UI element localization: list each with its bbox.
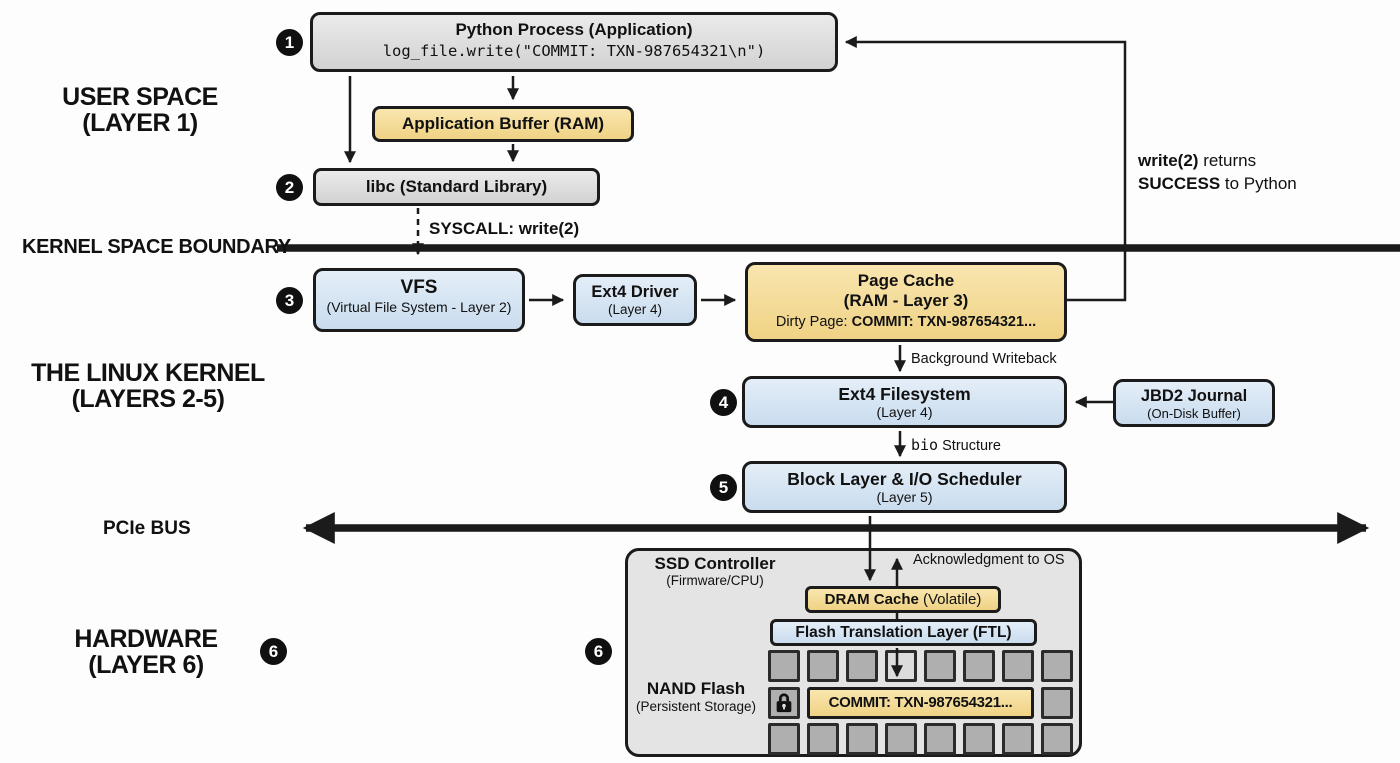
jbd2-journal-title: JBD2 Journal — [1140, 387, 1248, 405]
ext4-driver-sub: (Layer 4) — [607, 302, 663, 317]
nand-cell — [1041, 723, 1073, 755]
ext4-driver-title: Ext4 Driver — [591, 283, 679, 301]
syscall-label: SYSCALL: write(2) — [429, 219, 580, 238]
ext4-filesystem-title: Ext4 Filesystem — [838, 384, 971, 404]
hardware-line1: HARDWARE — [74, 625, 218, 653]
step-badge-3: 3 — [276, 287, 303, 314]
ftl-box: Flash Translation Layer (FTL) — [770, 619, 1037, 646]
hardware-label: HARDWARE (LAYER 6) — [30, 626, 262, 678]
step-badge-2: 2 — [276, 174, 303, 201]
nand-flash-sub: (Persistent Storage) — [635, 699, 757, 714]
application-buffer-label: Application Buffer (RAM) — [401, 114, 605, 133]
block-layer-box: Block Layer & I/O Scheduler (Layer 5) — [742, 461, 1067, 513]
hardware-line2: (LAYER 6) — [88, 651, 204, 679]
lock-icon — [776, 693, 792, 713]
ack-to-os-label: Acknowledgment to OS — [913, 552, 1065, 568]
dram-cache-box: DRAM Cache (Volatile) — [805, 586, 1001, 613]
bio-structure-label: bio Structure — [911, 436, 1001, 454]
nand-cell — [1002, 723, 1034, 755]
nand-commit-cell: COMMIT: TXN-987654321... — [807, 687, 1034, 719]
nand-cell — [885, 723, 917, 755]
nand-cell — [1041, 650, 1073, 682]
nand-cell — [963, 650, 995, 682]
dirty-page-value: COMMIT: TXN-987654321... — [851, 314, 1037, 330]
nand-cell — [807, 723, 839, 755]
write-returns-label: write(2) returns SUCCESS to Python — [1138, 149, 1318, 195]
pcie-bus-label: PCIe BUS — [103, 518, 191, 539]
nand-flash-title: NAND Flash — [646, 679, 746, 698]
python-process-box: Python Process (Application) log_file.wr… — [310, 12, 838, 72]
libc-label: libc (Standard Library) — [365, 177, 548, 196]
python-process-code: log_file.write("COMMIT: TXN-987654321\n"… — [382, 42, 766, 60]
dirty-page-prefix: Dirty Page: — [775, 314, 852, 330]
nand-commit-label: COMMIT: TXN-987654321... — [828, 694, 1013, 711]
nand-cell — [846, 650, 878, 682]
write-returns-bold1: write(2) — [1138, 151, 1199, 170]
nand-cell — [807, 650, 839, 682]
libc-box: libc (Standard Library) — [313, 168, 600, 206]
write-returns-rest2: to Python — [1220, 174, 1297, 193]
page-cache-box: Page Cache (RAM - Layer 3) Dirty Page: C… — [745, 262, 1067, 342]
block-layer-sub: (Layer 5) — [876, 489, 933, 505]
user-space-label: USER SPACE (LAYER 1) — [30, 84, 250, 136]
nand-cell — [1002, 650, 1034, 682]
ext4-filesystem-sub: (Layer 4) — [876, 404, 933, 420]
ftl-label: Flash Translation Layer (FTL) — [795, 624, 1012, 641]
nand-cell — [924, 650, 956, 682]
block-layer-title: Block Layer & I/O Scheduler — [787, 469, 1022, 489]
kernel-boundary-label: KERNEL SPACE BOUNDARY — [22, 236, 291, 258]
linux-kernel-label: THE LINUX KERNEL (LAYERS 2-5) — [30, 360, 266, 412]
ssd-controller-title: SSD Controller — [654, 554, 776, 573]
bio-rest: Structure — [938, 438, 1001, 454]
linux-kernel-line1: THE LINUX KERNEL — [31, 359, 265, 387]
nand-lock-cell — [768, 687, 800, 719]
step-badge-1: 1 — [276, 29, 303, 56]
user-space-line2: (LAYER 1) — [82, 109, 198, 137]
bio-mono: bio — [911, 436, 939, 454]
nand-cell — [1041, 687, 1073, 719]
step-badge-6-left: 6 — [260, 638, 287, 665]
background-writeback-label: Background Writeback — [911, 351, 1057, 367]
nand-cell — [924, 723, 956, 755]
page-cache-title: Page Cache — [857, 271, 955, 290]
nand-cell — [768, 650, 800, 682]
dram-cache-bold: DRAM Cache — [824, 591, 919, 608]
dram-cache-rest: (Volatile) — [918, 591, 982, 608]
ssd-controller-header: SSD Controller (Firmware/CPU) — [633, 554, 797, 589]
step-badge-6-right: 6 — [585, 638, 612, 665]
jbd2-journal-box: JBD2 Journal (On-Disk Buffer) — [1113, 379, 1275, 427]
nand-cell — [963, 723, 995, 755]
write-returns-line2: SUCCESS to Python — [1138, 172, 1318, 195]
application-buffer-box: Application Buffer (RAM) — [372, 106, 634, 142]
step-badge-4: 4 — [710, 389, 737, 416]
user-space-line1: USER SPACE — [62, 83, 218, 111]
nand-cell-target — [885, 650, 917, 682]
linux-kernel-line2: (LAYERS 2-5) — [71, 385, 225, 413]
write-returns-rest1: returns — [1198, 151, 1257, 170]
dram-cache-label: DRAM Cache (Volatile) — [808, 589, 998, 610]
python-process-title: Python Process (Application) — [455, 20, 693, 39]
page-cache-sub: (RAM - Layer 3) — [843, 291, 969, 310]
jbd2-journal-sub: (On-Disk Buffer) — [1147, 406, 1241, 421]
nand-cell — [768, 723, 800, 755]
ssd-controller-sub: (Firmware/CPU) — [666, 573, 764, 588]
ext4-filesystem-box: Ext4 Filesystem (Layer 4) — [742, 376, 1067, 428]
vfs-sub: (Virtual File System - Layer 2) — [326, 299, 512, 315]
write-returns-bold2: SUCCESS — [1138, 174, 1221, 193]
vfs-title: VFS — [400, 277, 438, 298]
nand-cell — [846, 723, 878, 755]
write-returns-line1: write(2) returns — [1138, 149, 1318, 172]
page-cache-dirty-line: Dirty Page: COMMIT: TXN-987654321... — [748, 311, 1064, 333]
step-badge-5: 5 — [710, 474, 737, 501]
vfs-box: VFS (Virtual File System - Layer 2) — [313, 268, 525, 332]
nand-flash-header: NAND Flash (Persistent Storage) — [627, 679, 765, 715]
ext4-driver-box: Ext4 Driver (Layer 4) — [573, 274, 697, 326]
